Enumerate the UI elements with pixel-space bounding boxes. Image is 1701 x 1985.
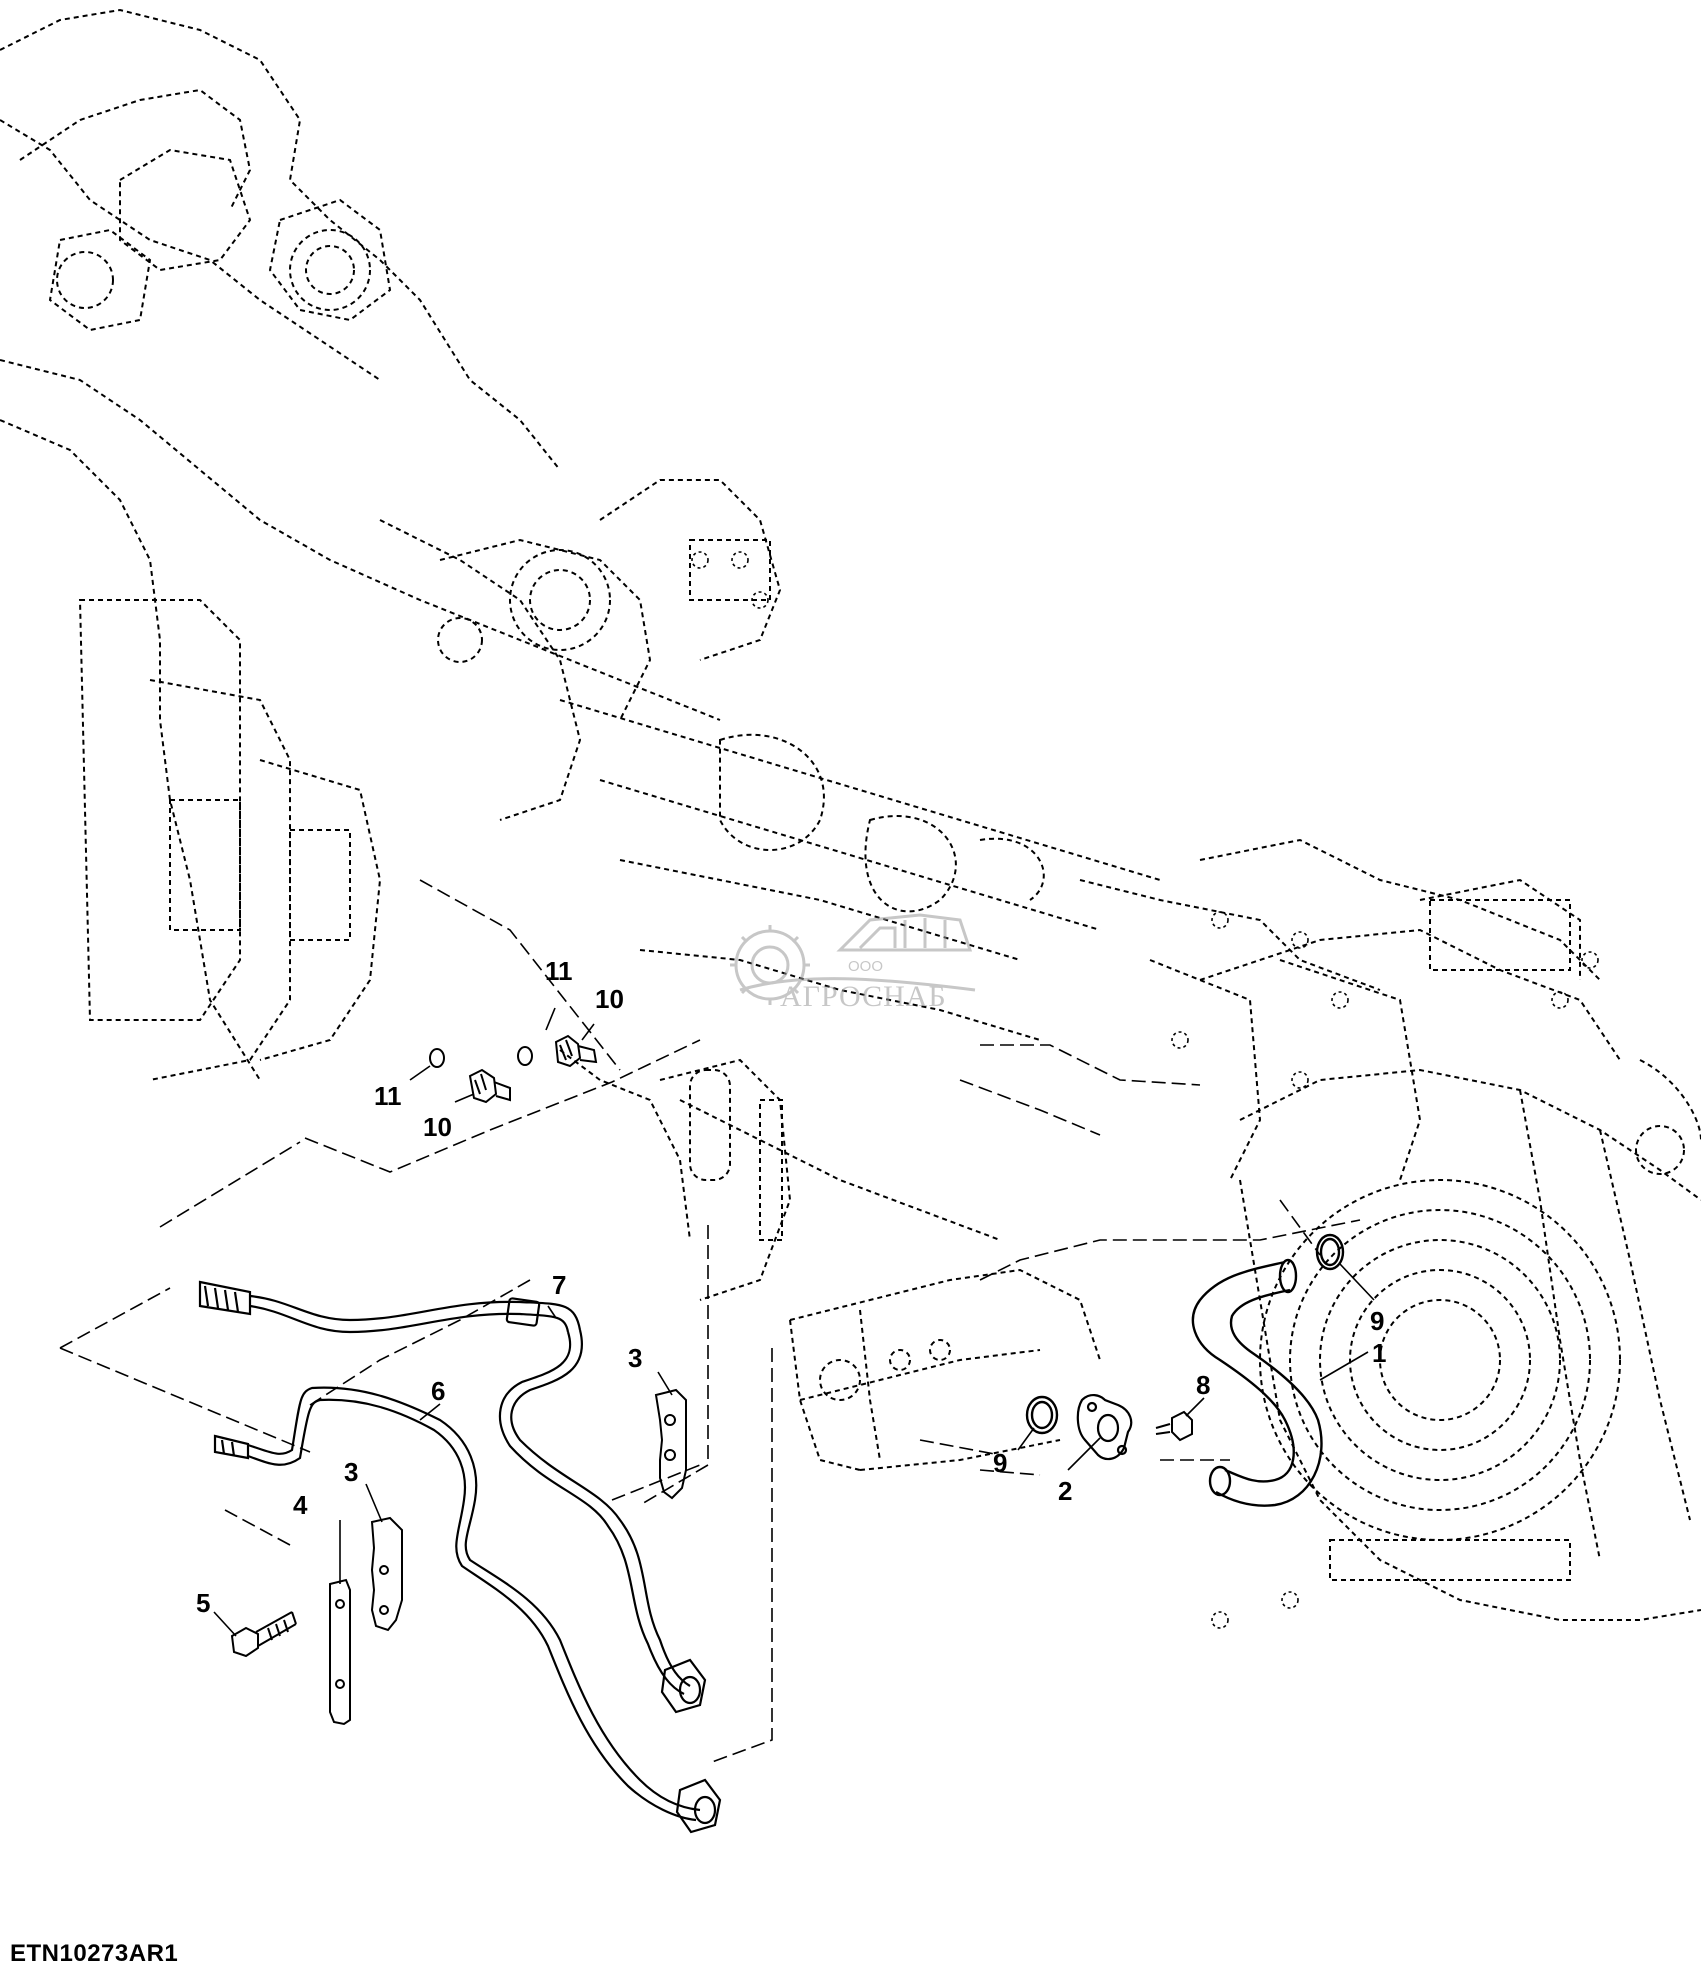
assembly-leader-lines [59, 879, 1361, 1763]
part-10-fitting-upper[interactable] [554, 1034, 598, 1068]
part-3-clamp-upper[interactable] [654, 1388, 687, 1500]
callout-9-lower: 9 [993, 1448, 1007, 1478]
part-7-hose[interactable] [198, 1280, 707, 1714]
callout-leaders [213, 1007, 1375, 1637]
watermark-brand-text: АГРОСНАБ [780, 980, 947, 1013]
callout-11-lower: 11 [374, 1081, 402, 1111]
callout-8: 8 [1196, 1370, 1210, 1400]
part-9-o-ring-lower[interactable] [1025, 1395, 1059, 1435]
callout-5: 5 [196, 1588, 210, 1618]
watermark-logo: ООО АГРОСНАБ [720, 900, 990, 1030]
transmission-housing-outline [0, 8, 1701, 1621]
callout-10-lower: 10 [423, 1112, 452, 1142]
figure-reference-code: ETN10273AR1 [10, 1940, 179, 1967]
callout-3-lower: 3 [344, 1457, 358, 1487]
part-6-tube[interactable] [213, 1386, 722, 1834]
gear-truck-icon [730, 913, 976, 1005]
part-1-curved-hose[interactable] [1191, 1258, 1323, 1507]
callout-4: 4 [293, 1490, 308, 1520]
part-2-flange[interactable] [1076, 1394, 1133, 1461]
callout-10-upper: 10 [595, 984, 624, 1014]
watermark-small-text: ООО [848, 958, 884, 975]
callout-9-upper: 9 [1370, 1306, 1384, 1336]
callout-2: 2 [1058, 1476, 1072, 1506]
part-8-bolt[interactable] [1155, 1410, 1193, 1442]
housing-fastener-holes [691, 551, 1599, 1629]
callout-3-upper: 3 [628, 1343, 642, 1373]
callout-1: 1 [1372, 1338, 1386, 1368]
part-11-o-ring-upper[interactable] [517, 1046, 533, 1066]
part-4-plate[interactable] [329, 1578, 351, 1726]
callout-11-upper: 11 [545, 956, 573, 986]
callout-6: 6 [431, 1376, 445, 1406]
callout-numbers: 1 2 3 3 4 5 6 7 8 9 9 10 10 11 11 [196, 956, 1386, 1618]
callout-7: 7 [552, 1270, 566, 1300]
part-11-o-ring-lower[interactable] [429, 1048, 445, 1068]
part-5-bolt[interactable] [230, 1611, 297, 1658]
part-9-o-ring-upper[interactable] [1315, 1233, 1345, 1271]
part-3-clamp-lower[interactable] [370, 1516, 403, 1632]
part-10-fitting-lower[interactable] [468, 1068, 511, 1104]
